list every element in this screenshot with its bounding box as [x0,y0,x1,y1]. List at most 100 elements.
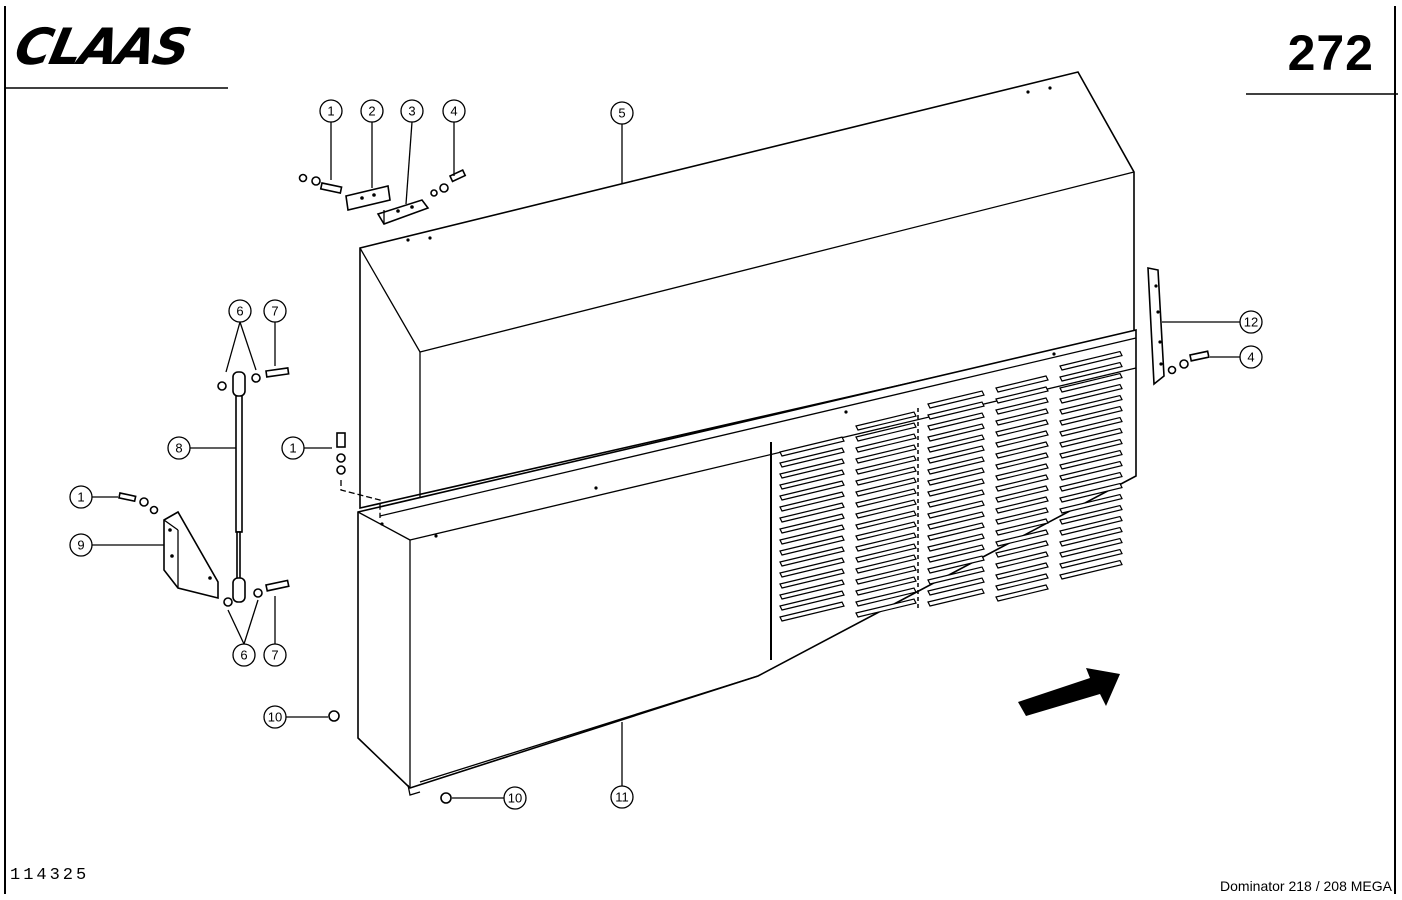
callout-2: 2 [360,99,384,123]
callout-7: 7 [263,299,287,323]
louver-slat [1059,372,1123,393]
louver-slat [1059,515,1123,536]
louver-slat [1059,559,1123,580]
callout-4: 4 [442,99,466,123]
louver-slat [927,401,985,420]
callout-6-lower: 6 [232,643,256,667]
louver-slat [927,566,985,585]
louver-slat [779,480,845,501]
louver-slat [1059,460,1123,481]
louver-slat [779,502,845,523]
louver-slat [927,500,985,519]
louver-slat [779,491,845,512]
louver-slat [779,546,845,567]
louver-slat [779,557,845,578]
louver-slat [855,444,917,464]
louver-slat [927,434,985,453]
model-label: Dominator 218 / 208 MEGA [1220,878,1392,894]
louver-slat [779,469,845,490]
callout-label: 4 [1247,350,1254,365]
louver-slat [855,521,917,541]
louver-slat [1059,537,1123,558]
louver-slat [995,408,1049,426]
louver-slat [855,510,917,530]
callout-9: 9 [69,533,93,557]
callout-label: 7 [271,648,278,663]
louver-slat [1059,438,1123,459]
svg-text:CLAAS: CLAAS [10,18,194,76]
callout-8: 8 [167,436,191,460]
louver-slat [779,458,845,479]
callout-label: 6 [236,304,243,319]
louver-slat [1059,526,1123,547]
louver-slat [927,456,985,475]
louver-slat [1059,427,1123,448]
louver-slat [927,412,985,431]
louver-slat [1059,493,1123,514]
callout-label: 3 [408,104,415,119]
callout-12: 12 [1239,310,1263,334]
gas-strut [217,367,290,607]
louver-slat [1059,416,1123,437]
louver-slat [995,463,1049,481]
louver-slat [995,518,1049,536]
louver-slat [927,577,985,596]
callout-label: 1 [327,104,334,119]
louver-slat [855,411,917,431]
callout-label: 11 [615,790,629,805]
louver-slat [855,455,917,475]
callout-7-lower: 7 [263,643,287,667]
louver-slat [779,535,845,556]
page-number: 272 [1287,25,1374,81]
callout-label: 1 [77,490,84,505]
louver-slat [995,375,1049,393]
louver-slat [995,540,1049,558]
louver-slat [995,529,1049,547]
louver-slat [1059,350,1123,371]
callout-6: 6 [228,299,252,323]
callout-label: 8 [175,441,182,456]
callout-4-right: 4 [1239,345,1263,369]
louver-slat [927,423,985,442]
hinge-hardware-top [298,169,467,225]
louver-slat [995,430,1049,448]
louver-slat [779,447,845,468]
louver-slat [779,513,845,534]
louver-slat [995,551,1049,569]
louver-slat [855,587,917,607]
louver-slat [995,485,1049,503]
louver-slat [1059,361,1123,382]
callout-label: 10 [268,710,282,725]
louver-slat [995,584,1049,602]
callout-1-center: 1 [281,436,305,460]
louver-slat [855,422,917,442]
louver-slat [1059,482,1123,503]
louver-slat [927,489,985,508]
louver-slat [927,478,985,497]
louver-slat [927,555,985,574]
callout-5: 5 [610,101,634,125]
louver-slat [855,554,917,574]
arrow-right-icon [1018,668,1120,716]
page-frame [4,6,1396,894]
louver-slat [855,532,917,552]
louver-slat [855,499,917,519]
louver-slat [779,568,845,589]
louver-slat [927,544,985,563]
upper-cover [359,71,1135,510]
callout-label: 4 [450,104,457,119]
louver-slat [779,436,845,457]
louver-slat [1059,449,1123,470]
louver-slat [779,590,845,611]
louver-slat [995,452,1049,470]
louver-slat [1059,394,1123,415]
callout-10: 10 [263,705,287,729]
louver-slat [779,579,845,600]
side-strip [1147,267,1210,386]
callout-3: 3 [400,99,424,123]
louver-slat [927,533,985,552]
louver-slat [995,562,1049,580]
callout-label: 7 [271,304,278,319]
callout-label: 12 [1244,315,1258,330]
louver-slat [927,511,985,530]
